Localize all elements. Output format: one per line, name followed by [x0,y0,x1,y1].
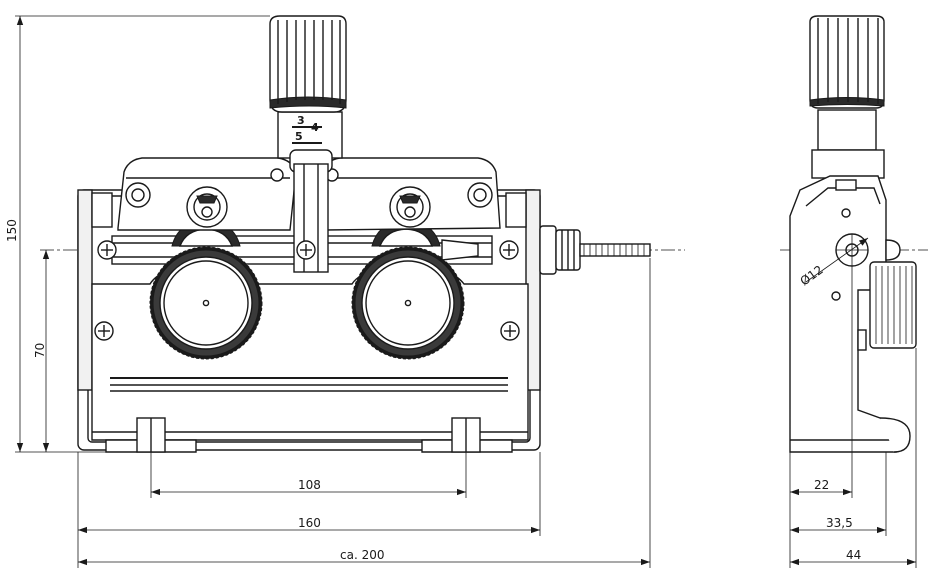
drive-roll-left [149,246,263,360]
gauge-scale: 3 4 5 [292,114,322,144]
wire-guide-outlet [441,225,651,275]
side-knob[interactable] [809,15,885,109]
lock-clip-right [389,186,431,228]
dim-side-axis-offset: 22 [814,478,829,492]
tension-knob[interactable] [269,15,347,113]
feet [105,417,513,453]
dim-side-overall-width: 44 [846,548,861,562]
dim-height-axis: 70 [33,343,47,358]
side-drive-roll [869,261,917,349]
side-body [789,109,897,453]
side-view: Ø12 [780,15,928,453]
drive-roll-right [351,246,465,360]
tension-post [277,111,343,273]
gauge-label-middle: 4 [311,121,319,134]
dimensions: 150 70 108 160 ca. 200 22 33,5 44 [5,15,917,568]
gauge-label-top: 3 [297,114,305,127]
front-view: 3 4 5 [40,15,685,453]
dim-height-total: 150 [5,219,19,242]
dim-roll-spacing: 108 [298,478,321,492]
dim-side-base-width: 33,5 [826,516,853,530]
side-lever [879,417,911,453]
screw-heads [94,240,520,341]
lock-clip-left [186,186,228,228]
dim-base-width: 160 [298,516,321,530]
gauge-label-bottom: 5 [295,130,303,143]
dim-overall-width: ca. 200 [340,548,384,562]
